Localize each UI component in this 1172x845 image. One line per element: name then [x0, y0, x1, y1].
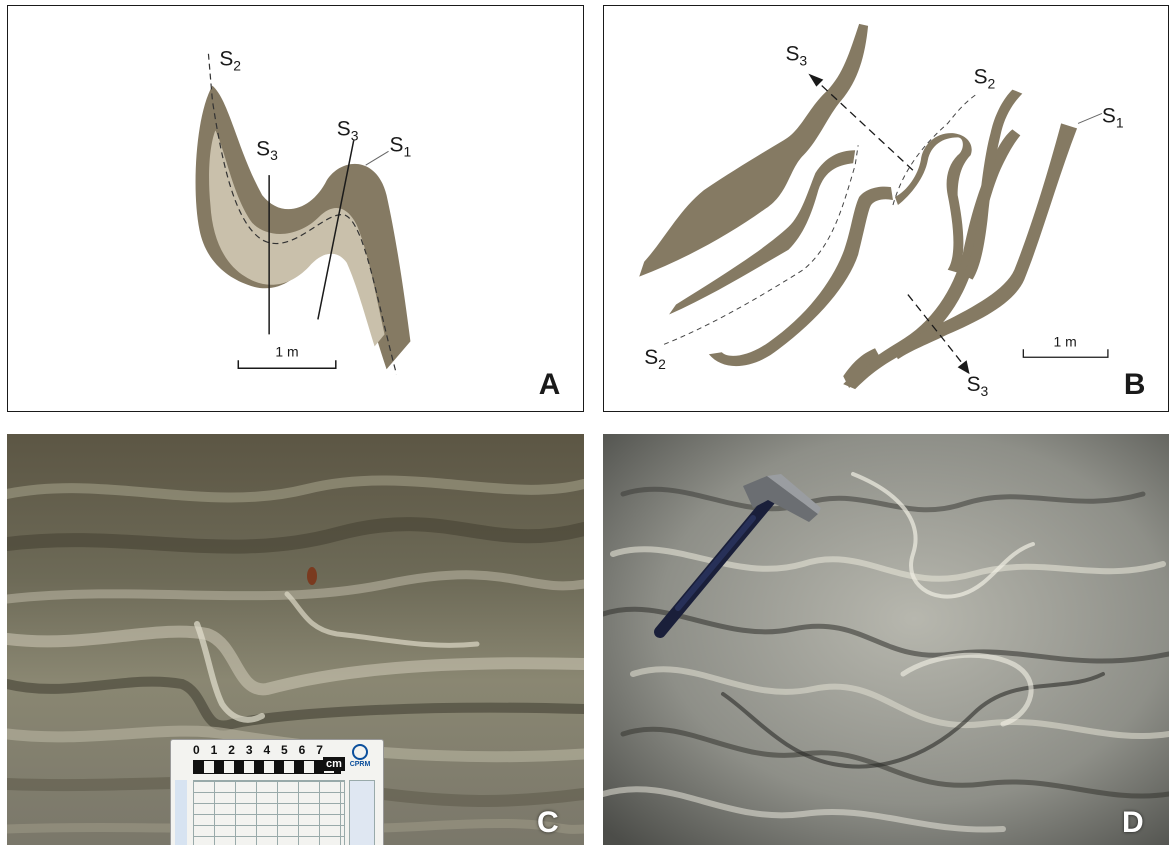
- scale-label-b: 1 m: [1054, 333, 1077, 349]
- ruler-digit: 0: [193, 743, 200, 757]
- panel-letter-b: B: [1124, 368, 1146, 401]
- scale-bar-a: 1 m: [238, 343, 336, 368]
- ruler-digit: 5: [281, 743, 288, 757]
- panel-letter-c: C: [537, 806, 559, 840]
- logo-text: CPRM: [350, 761, 371, 768]
- panel-b-svg: S3 S2 S1 S2 S3 1 m B: [604, 6, 1168, 411]
- panel-a-svg: S2 S3 S3 S1 1 m A: [8, 6, 583, 411]
- panel-b-fold-diagram: S3 S2 S1 S2 S3 1 m B: [603, 5, 1169, 412]
- layer-7: [893, 123, 1077, 359]
- s3-arrowhead-bottom: [958, 360, 970, 374]
- ruler-digit: 7: [316, 743, 323, 757]
- ruler-digit: 6: [299, 743, 306, 757]
- label-b-s2-bottom: S2: [644, 346, 666, 372]
- label-s1: S1: [390, 133, 412, 159]
- panel-c-outcrop-photo: 0 1 2 3 4 5 6 7 cm CPRM C: [7, 434, 584, 845]
- card-table: [193, 780, 345, 845]
- label-b-s3-top: S3: [785, 43, 807, 69]
- ruler-digit: 4: [263, 743, 270, 757]
- s1-leader-b: [1078, 113, 1102, 123]
- s1-leader: [366, 151, 389, 165]
- panel-d-outcrop-photo: D: [603, 434, 1169, 845]
- layer-1: [639, 24, 868, 277]
- card-right-strip: [349, 780, 375, 845]
- ruler-bar: [193, 760, 341, 774]
- cprm-logo: CPRM: [343, 744, 377, 776]
- layer-5: [895, 133, 972, 273]
- scale-label-a: 1 m: [275, 343, 298, 359]
- scale-bar-b: 1 m: [1023, 333, 1108, 357]
- panel-a-fold-diagram: S2 S3 S3 S1 1 m A: [7, 5, 584, 412]
- folded-layers: [639, 24, 1077, 389]
- scale-card: 0 1 2 3 4 5 6 7 cm CPRM: [170, 739, 384, 845]
- panel-letter-d: D: [1122, 806, 1144, 840]
- panel-letter-a: A: [539, 368, 561, 401]
- card-side-strip: [175, 780, 187, 845]
- label-s2-top: S2: [219, 48, 241, 74]
- photo-d-texture: [603, 434, 1169, 845]
- label-b-s1: S1: [1102, 104, 1124, 130]
- rust-spot: [307, 567, 317, 585]
- label-b-s2-top: S2: [974, 66, 996, 92]
- ruler-digit: 1: [211, 743, 218, 757]
- ruler-digits: 0 1 2 3 4 5 6 7: [193, 743, 323, 757]
- s3-arrowhead-top: [808, 74, 823, 87]
- label-s3-left: S3: [256, 137, 278, 163]
- ruler-digit: 3: [246, 743, 253, 757]
- ruler-digit: 2: [228, 743, 235, 757]
- ruler-unit: cm: [323, 757, 345, 771]
- logo-disc-icon: [352, 744, 368, 760]
- label-s3-right: S3: [337, 117, 359, 143]
- label-b-s3-bottom: S3: [967, 373, 989, 399]
